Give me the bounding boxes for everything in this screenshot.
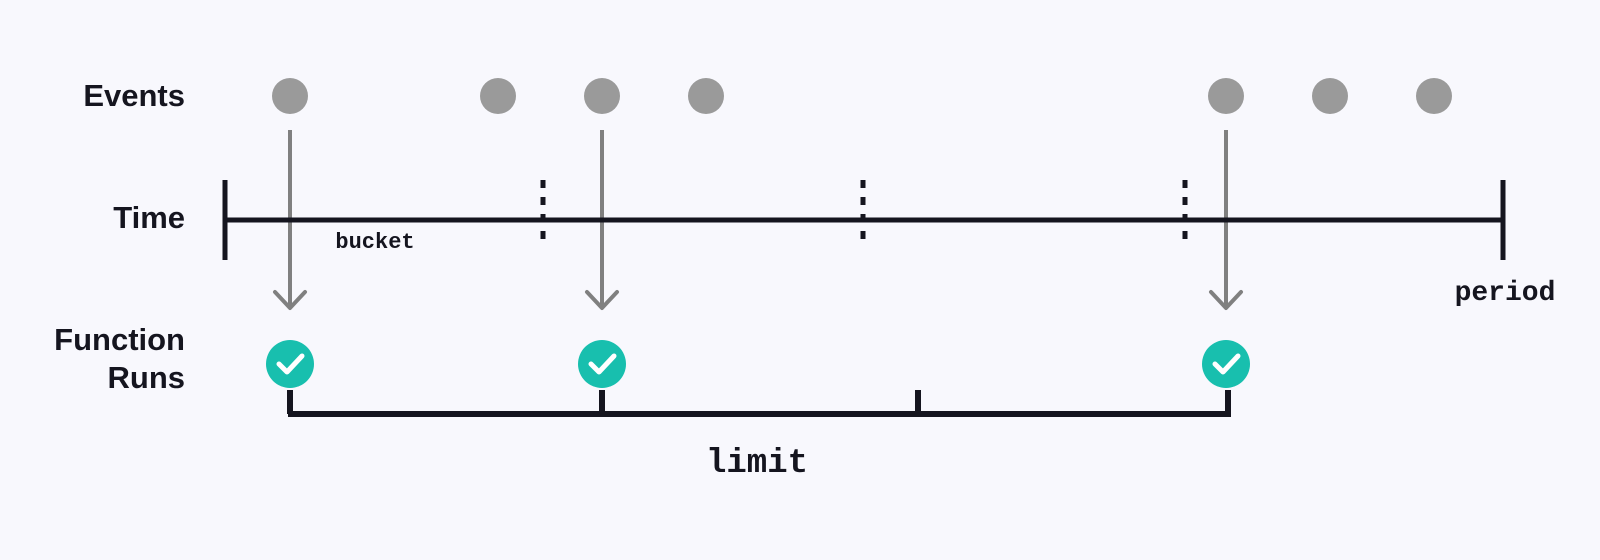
function-runs-row	[266, 340, 1250, 388]
event-dot[interactable]	[1208, 78, 1244, 114]
run-circle	[578, 340, 626, 388]
events-row	[272, 78, 1452, 114]
limit-label: limit	[706, 445, 808, 483]
row-label-events: Events	[83, 78, 185, 113]
bucket-label: bucket	[335, 230, 414, 255]
period-label: period	[1455, 278, 1556, 309]
function-run-marker[interactable]	[266, 340, 314, 388]
run-circle	[266, 340, 314, 388]
event-dot[interactable]	[688, 78, 724, 114]
event-dot[interactable]	[480, 78, 516, 114]
row-label-time: Time	[113, 200, 185, 235]
check-icon	[276, 353, 305, 375]
event-dot[interactable]	[272, 78, 308, 114]
event-dot[interactable]	[1416, 78, 1452, 114]
check-icon	[1212, 353, 1241, 375]
limit-bracket	[287, 390, 1231, 417]
event-dot[interactable]	[584, 78, 620, 114]
time-axis	[222, 180, 1506, 260]
run-circle	[1202, 340, 1250, 388]
check-icon	[588, 353, 617, 375]
row-label-function-runs-line1: Function	[54, 322, 185, 357]
event-dot[interactable]	[1312, 78, 1348, 114]
function-run-marker[interactable]	[578, 340, 626, 388]
function-run-marker[interactable]	[1202, 340, 1250, 388]
row-label-function-runs-line2: Runs	[108, 360, 186, 395]
